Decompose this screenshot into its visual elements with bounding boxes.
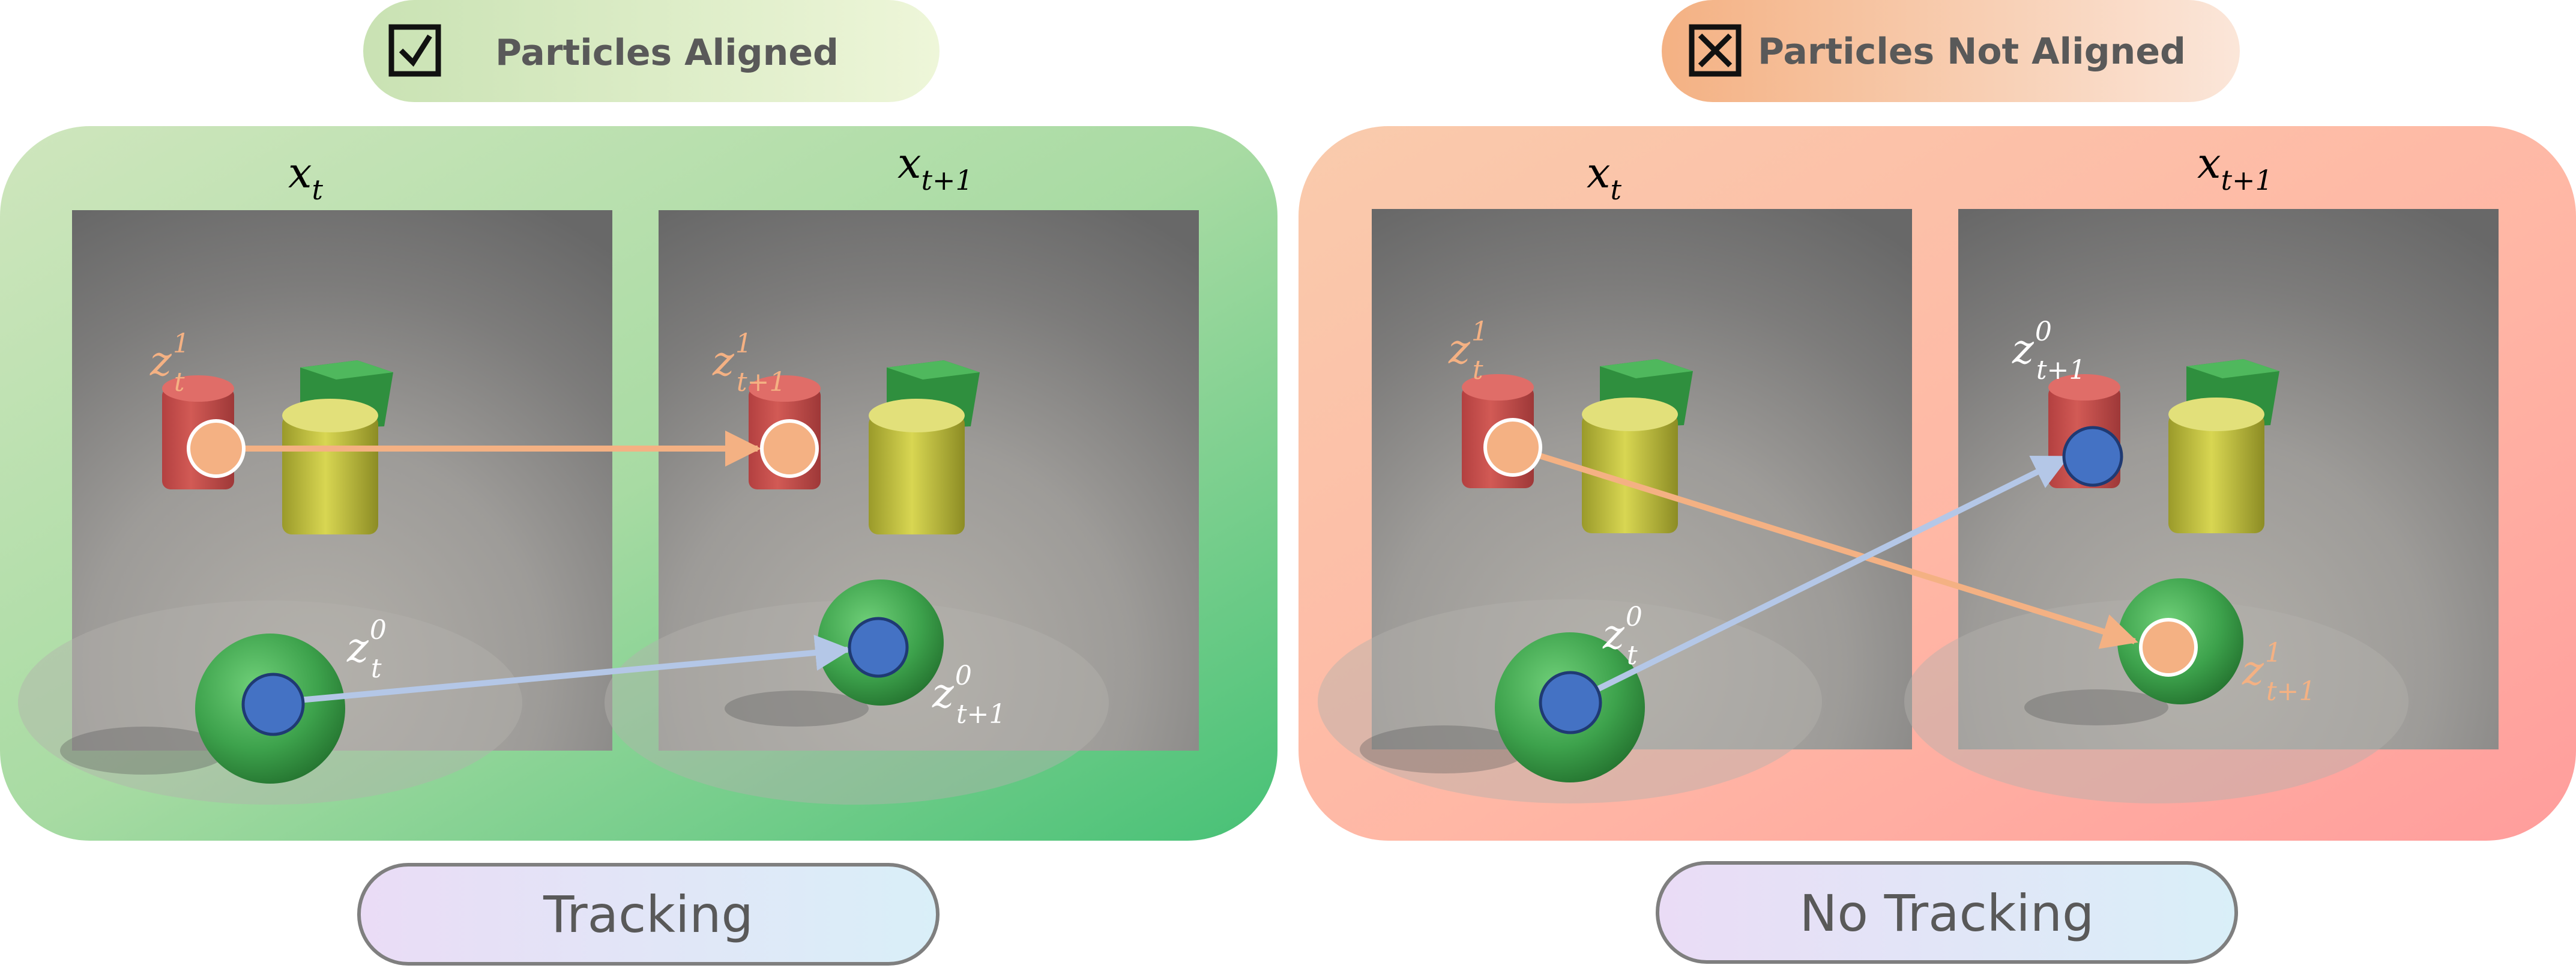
particle-z0-t1 [848, 617, 909, 678]
particles-aligned-badge: Particles Aligned [363, 0, 940, 102]
frame-t1-image [1904, 209, 2499, 803]
checkbox-crossed-icon [1689, 24, 1742, 77]
yellow-cylinder [2168, 398, 2264, 533]
frame-label-xt: xt [1587, 148, 1621, 206]
particle-z0-t1 [2062, 426, 2123, 487]
frame-t-image [18, 210, 612, 805]
particle-z0-t [1539, 671, 1602, 734]
checkbox-checked-icon [388, 24, 441, 77]
frame-t1-image [605, 210, 1199, 805]
yellow-cylinder [869, 399, 965, 534]
badge-text: Particles Not Aligned [1758, 31, 2186, 73]
frame-label-xt: xt [288, 148, 323, 206]
yellow-cylinder [282, 399, 378, 534]
particle-z1-t1 [760, 419, 819, 478]
svg-text:Tracking: Tracking [543, 885, 753, 944]
no-tracking-panel: Particles Not Aligned xt xt+1 [1299, 0, 2576, 964]
blue-mismatch-arrow [1569, 455, 2070, 706]
tracking-caption: Tracking [357, 863, 940, 966]
tracking-panel: Particles Aligned xt xt+1 [0, 0, 1277, 966]
svg-text:No Tracking: No Tracking [1800, 884, 2095, 943]
particle-z0-t [241, 673, 305, 736]
frame-label-xt1: xt+1 [2197, 139, 2273, 196]
frame-t-image [1318, 209, 1912, 803]
particle-z1-t [187, 419, 246, 478]
blue-track-arrow [273, 635, 851, 706]
particle-z1-t1 [2139, 618, 2198, 677]
badge-text: Particles Aligned [495, 32, 839, 74]
orange-mismatch-arrow [1512, 444, 2138, 649]
frame-label-xt1: xt+1 [897, 139, 973, 196]
particles-not-aligned-badge: Particles Not Aligned [1662, 0, 2240, 102]
no-tracking-caption: No Tracking [1656, 861, 2238, 964]
particle-z1-t [1483, 418, 1542, 477]
yellow-cylinder [1582, 398, 1678, 533]
